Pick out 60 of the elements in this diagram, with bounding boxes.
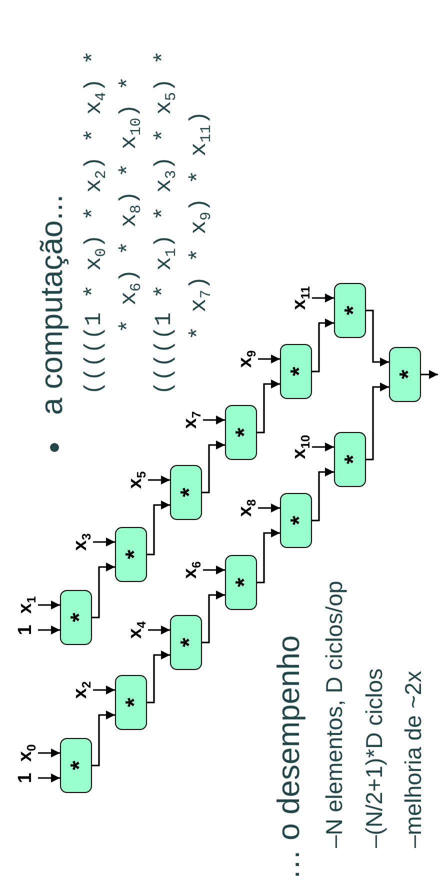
arrow [148, 626, 170, 634]
multiplier-box [334, 432, 366, 487]
operator-symbol: * [175, 638, 202, 648]
operator-symbol: * [175, 488, 202, 498]
sub-bullet-text: –N elementos, D ciclos/op [320, 580, 348, 848]
arrow [38, 774, 60, 782]
arrow [312, 468, 334, 522]
arrow [148, 476, 170, 484]
arrow [92, 710, 115, 766]
arrow [203, 416, 225, 424]
operator-symbol: * [394, 370, 421, 380]
bullet-text: … o desempenho [270, 635, 307, 880]
arrow [312, 442, 334, 452]
operator-symbol: * [285, 366, 312, 376]
operator-symbol: * [120, 550, 147, 560]
multiplier-box [170, 465, 202, 520]
arrow [202, 440, 225, 494]
arrow [366, 310, 389, 366]
multiplier-box [60, 738, 92, 793]
arrow [92, 562, 115, 618]
arrow [203, 566, 225, 574]
multiplier-box [225, 555, 257, 610]
input-label: 1 [15, 624, 37, 636]
arrow [421, 370, 438, 379]
arrow [258, 354, 280, 364]
multiplier-box [115, 675, 147, 730]
multiplier-box [280, 493, 312, 548]
operator-symbol: * [339, 306, 366, 316]
operator-symbol: * [65, 760, 92, 770]
arrow [258, 504, 280, 512]
arrow [93, 686, 115, 694]
sub-bullet-text: –(N/2+1)*D ciclos [360, 668, 388, 848]
arrow [38, 748, 60, 758]
arrow [93, 538, 115, 546]
arrow [38, 600, 60, 610]
operator-symbol: * [230, 428, 257, 438]
arrow [202, 590, 225, 644]
arrow [257, 528, 280, 584]
arrow [147, 500, 170, 556]
arrow [366, 382, 389, 460]
operator-symbol: * [120, 698, 147, 708]
input-label: 1 [15, 772, 37, 784]
sub-bullet-text: –melhoria de ~2x [399, 670, 427, 848]
bullet-text: a computação... [33, 194, 70, 415]
multiplier-box [334, 283, 366, 338]
multiplier-box [60, 590, 92, 645]
arrow [38, 626, 60, 634]
multiplier-box [115, 527, 147, 582]
multiplier-box [225, 405, 257, 460]
operator-symbol: * [65, 612, 92, 622]
operator-symbol: * [339, 454, 366, 464]
arrow [312, 294, 334, 302]
operator-symbol: * [285, 516, 312, 526]
arrow [147, 650, 170, 704]
multiplier-box [280, 344, 312, 399]
arrow [257, 380, 280, 434]
operator-symbol: * [230, 578, 257, 588]
multiplier-box [170, 615, 202, 670]
multiplier-box [389, 347, 421, 402]
arrow [312, 318, 334, 372]
